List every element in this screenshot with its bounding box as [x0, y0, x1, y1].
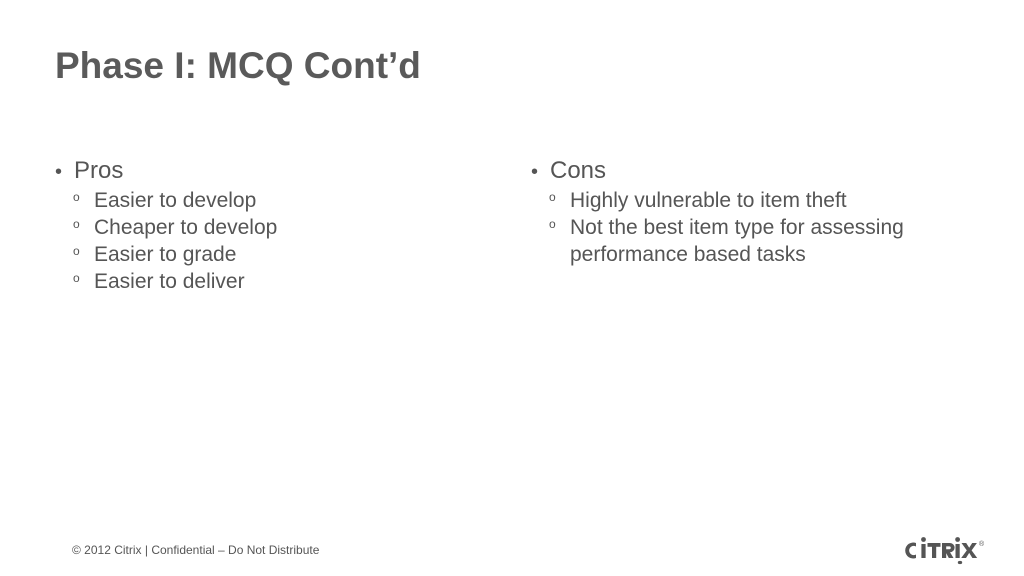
cons-column: • Cons o Highly vulnerable to item theft… [531, 156, 971, 268]
list-item: o Easier to deliver [55, 268, 485, 295]
sub-bullet-icon: o [549, 217, 556, 231]
citrix-logo: ® [905, 537, 985, 565]
list-item: o Cheaper to develop [55, 214, 485, 241]
sub-bullet-icon: o [73, 244, 80, 258]
cons-item-text: Not the best item type for assessing per… [570, 216, 904, 266]
pros-item-text: Cheaper to develop [94, 216, 278, 239]
pros-column: • Pros o Easier to develop o Cheaper to … [55, 156, 485, 295]
cons-heading: Cons [550, 157, 607, 184]
list-item: o Not the best item type for assessing p… [531, 214, 971, 268]
sub-bullet-icon: o [73, 271, 80, 285]
pros-list: o Easier to develop o Cheaper to develop… [55, 187, 485, 295]
cons-list: o Highly vulnerable to item theft o Not … [531, 187, 971, 268]
sub-bullet-icon: o [549, 190, 556, 204]
pros-item-text: Easier to grade [94, 243, 237, 266]
svg-text:®: ® [979, 540, 985, 548]
bullet-icon: • [55, 161, 63, 183]
sub-bullet-icon: o [73, 190, 80, 204]
list-item: o Easier to grade [55, 241, 485, 268]
cons-item-text: Highly vulnerable to item theft [570, 189, 847, 212]
bullet-icon: • [531, 161, 539, 183]
sub-bullet-icon: o [73, 217, 80, 231]
pros-heading: Pros [74, 157, 124, 184]
slide-title: Phase I: MCQ Cont’d [55, 45, 421, 86]
cons-heading-row: • Cons [531, 156, 971, 187]
pros-heading-row: • Pros [55, 156, 485, 187]
list-item: o Highly vulnerable to item theft [531, 187, 971, 214]
list-item: o Easier to develop [55, 187, 485, 214]
pros-item-text: Easier to deliver [94, 270, 245, 293]
pros-item-text: Easier to develop [94, 189, 257, 212]
footer-confidentiality-notice: © 2012 Citrix | Confidential – Do Not Di… [72, 543, 320, 557]
